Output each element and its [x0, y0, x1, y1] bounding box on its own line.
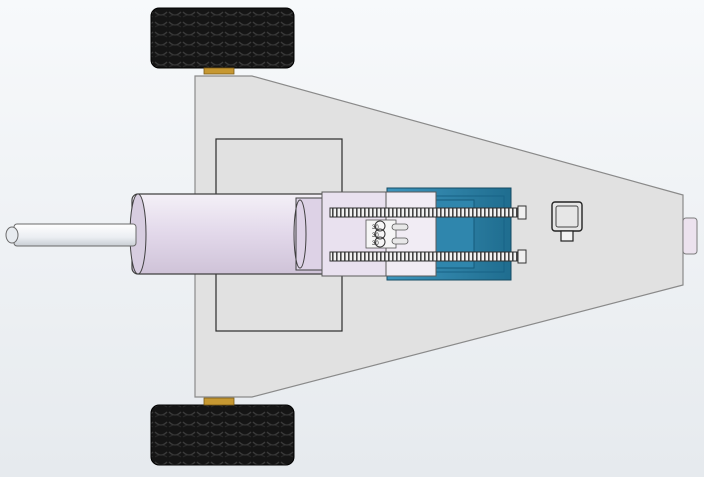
gear-rack-bottom: [329, 249, 527, 264]
wheel-bottom: [150, 397, 295, 466]
gear-rack-top: [329, 205, 527, 220]
wheel-top: [150, 7, 295, 75]
actuator-cylinder: [129, 191, 437, 277]
gear-label-1: 30: [372, 225, 379, 231]
gear-label-3: 30: [372, 241, 379, 247]
wheel-hub-bottom: [203, 397, 235, 406]
gear-label-2: 30: [372, 233, 379, 239]
front-tab: [682, 217, 698, 255]
sensor-block: [551, 201, 583, 242]
piston-rod: [5, 223, 137, 247]
pinion-gears: [365, 219, 409, 249]
wheel-hub-top: [203, 67, 235, 75]
